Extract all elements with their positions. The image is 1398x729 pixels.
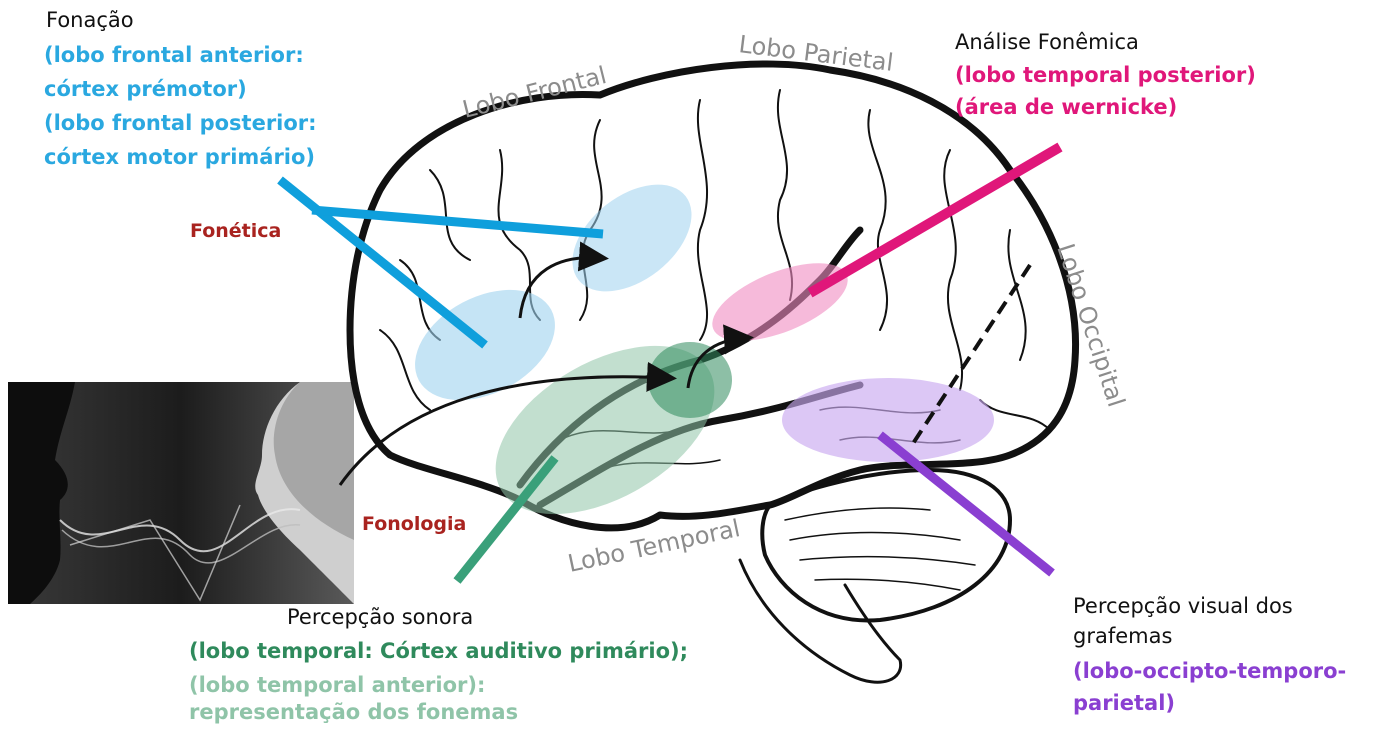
visual-line-2: parietal) xyxy=(1073,686,1175,720)
fonacao-title: Fonação xyxy=(46,8,134,32)
sonora-title: Percepção sonora xyxy=(287,605,473,629)
lobe-frontal: Lobo Frontal xyxy=(460,61,610,124)
analise-line-1: (lobo temporal posterior) xyxy=(955,58,1256,92)
faces-photo xyxy=(8,382,354,604)
fonacao-line-1: (lobo frontal anterior: xyxy=(44,38,304,72)
pointer-fonacao-premotor xyxy=(280,180,485,345)
sonora-line-1: (lobo temporal: Córtex auditivo primário… xyxy=(189,634,688,668)
visual-line-1: (lobo-occipto-temporo- xyxy=(1073,654,1346,688)
region-motor xyxy=(553,163,712,313)
fonetica-label: Fonética xyxy=(190,220,281,242)
analise-title: Análise Fonêmica xyxy=(955,30,1139,54)
pointer-fonacao-motor xyxy=(312,210,603,234)
lobe-occipital: Lobo Occipital xyxy=(1051,240,1130,410)
fonacao-line-2: córtex prémotor) xyxy=(44,72,247,106)
sonora-line-3: representação dos fonemas xyxy=(189,695,518,729)
analise-line-2: (área de wernicke) xyxy=(955,90,1177,124)
fonologia-label: Fonologia xyxy=(362,513,466,535)
pointer-visual xyxy=(880,435,1052,573)
fonacao-line-3: (lobo frontal posterior: xyxy=(44,106,317,140)
visual-title-2: grafemas xyxy=(1073,624,1172,648)
pointer-wernicke xyxy=(810,147,1060,293)
fonacao-line-4: córtex motor primário) xyxy=(44,140,315,174)
region-visual xyxy=(782,378,994,462)
visual-title-1: Percepção visual dos xyxy=(1073,594,1293,618)
